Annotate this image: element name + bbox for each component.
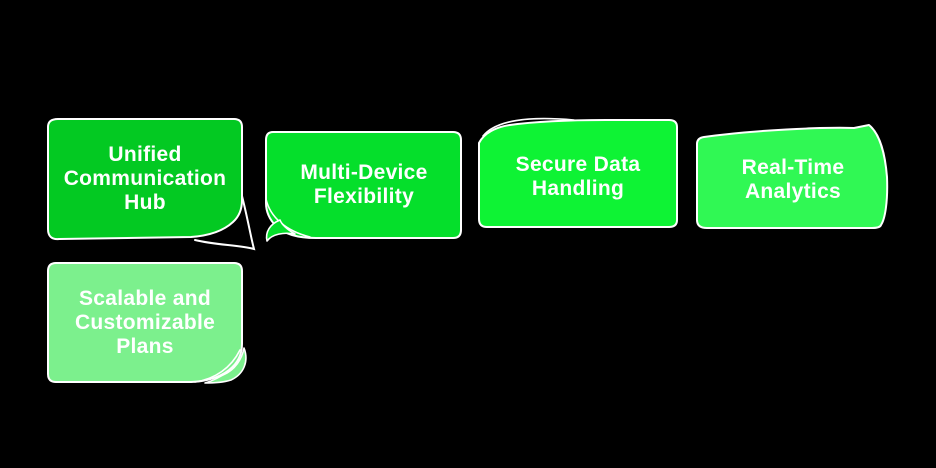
sticky-note-scalable-customizable-plans[interactable]: Scalable and Customizable Plans	[45, 260, 259, 392]
note-label: Multi-Device Flexibility	[266, 132, 462, 238]
note-body	[478, 119, 678, 228]
note-corner-curl	[482, 117, 575, 137]
note-label-line: Communication	[63, 167, 227, 190]
sticky-note-real-time-analytics[interactable]: Real-Time Analytics	[694, 122, 900, 234]
sticky-note-shape	[265, 131, 462, 242]
note-corner-curl	[194, 195, 256, 251]
sticky-note-shape	[47, 118, 256, 251]
note-label: Real-Time Analytics	[697, 132, 889, 228]
note-body	[265, 131, 462, 239]
note-label-line: Analytics	[744, 180, 842, 203]
note-label-line: Unified	[108, 143, 182, 166]
note-corner-curl	[265, 219, 296, 242]
sticky-note-shape	[696, 124, 889, 229]
note-label-line: Flexibility	[313, 185, 415, 208]
note-label-line: Handling	[531, 176, 625, 200]
note-body	[47, 118, 243, 241]
sticky-note-multi-device-flexibility[interactable]: Multi-Device Flexibility	[262, 129, 464, 245]
sticky-note-unified-communication-hub[interactable]: Unified Communication Hub	[45, 116, 257, 256]
note-label-line: Scalable and	[79, 287, 211, 310]
note-label-line: Customizable	[74, 311, 216, 334]
note-curl-crease	[194, 349, 241, 383]
note-label-line: Multi-Device	[300, 161, 428, 184]
sticky-note-shape	[47, 262, 247, 384]
note-label: Scalable and Customizable Plans	[48, 263, 242, 383]
note-label-line: Hub	[124, 191, 166, 214]
note-label-line: Real-Time	[741, 156, 845, 179]
note-label: Secure Data Handling	[479, 126, 677, 227]
sticky-note-secure-data-handling[interactable]: Secure Data Handling	[476, 116, 682, 231]
note-corner-curl	[204, 347, 247, 384]
note-label-line: Secure Data	[515, 152, 641, 176]
sticky-note-shape	[478, 117, 678, 228]
note-label: Unified Communication Hub	[48, 119, 242, 239]
note-body	[47, 262, 243, 383]
note-body	[696, 124, 889, 229]
note-label-line: Plans	[116, 335, 174, 358]
